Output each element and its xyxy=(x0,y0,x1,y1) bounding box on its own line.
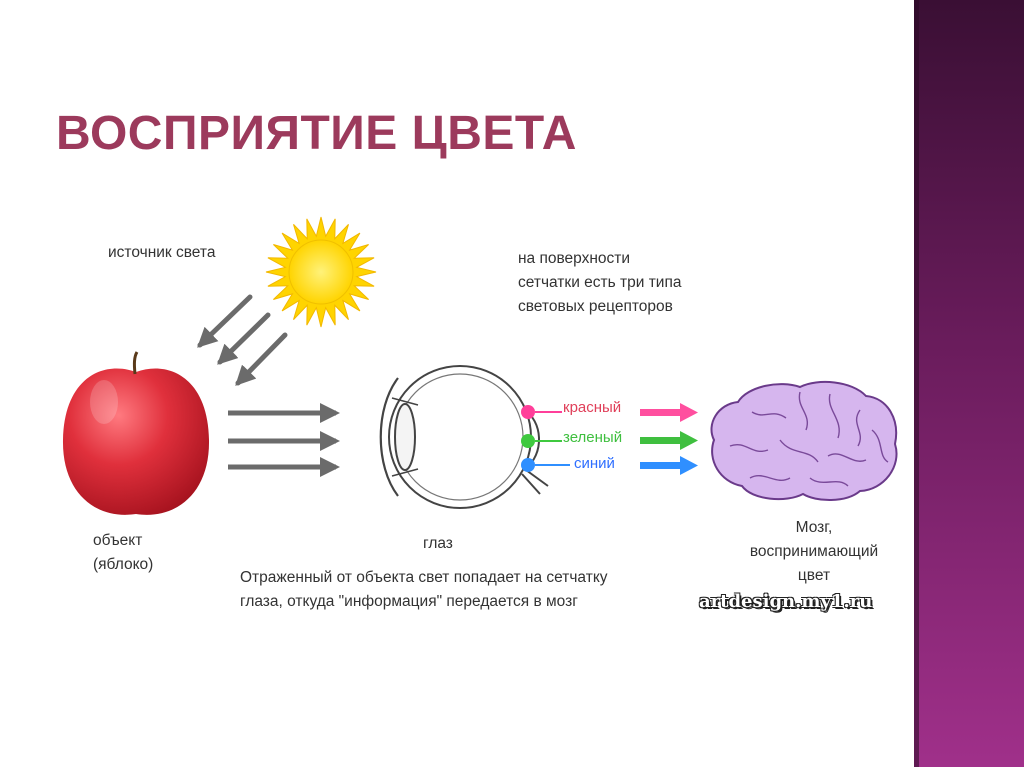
receptor-connection-lines xyxy=(535,411,570,466)
reflected-light-arrows xyxy=(228,403,340,477)
retina-note-line-3: световых рецепторов xyxy=(518,298,673,315)
blue-signal-arrow xyxy=(640,456,698,475)
brain-icon xyxy=(710,381,898,501)
brain-label-line-1: Мозг, xyxy=(795,519,833,536)
caption-line-1: Отраженный от объекта свет попадает на с… xyxy=(240,569,608,586)
light-source-label: источник света xyxy=(108,244,216,261)
green-receptor-dot xyxy=(521,434,535,448)
blue-receptor-dot xyxy=(521,458,535,472)
sun-icon xyxy=(265,216,377,328)
red-signal-arrow xyxy=(640,403,698,422)
green-signal-arrow xyxy=(640,431,698,450)
decorative-side-bar xyxy=(914,0,1024,767)
object-label-sub: (яблоко) xyxy=(93,556,154,573)
color-perception-diagram xyxy=(62,216,898,515)
retina-note-line-1: на поверхности xyxy=(518,250,631,267)
apple-icon xyxy=(62,351,210,515)
caption-line-2: глаза, откуда "информация" передается в … xyxy=(240,593,578,610)
signal-arrows xyxy=(640,403,698,475)
red-receptor-label: красный xyxy=(563,399,622,416)
side-bar-edge xyxy=(914,0,919,767)
brain-label-line-2: воспринимающий xyxy=(749,543,879,560)
watermark: artdesign.my1.ru xyxy=(699,591,873,612)
object-label: объект xyxy=(93,532,143,549)
red-receptor-dot xyxy=(521,405,535,419)
incoming-light-arrows xyxy=(197,294,288,386)
eye-label: глаз xyxy=(423,535,453,552)
eye-icon xyxy=(379,365,549,509)
green-receptor-label: зеленый xyxy=(563,429,623,446)
slide-title: ВОСПРИЯТИЕ ЦВЕТА xyxy=(56,107,577,160)
brain-label-line-3: цвет xyxy=(797,567,831,584)
retina-note-line-2: сетчатки есть три типа xyxy=(518,274,682,291)
blue-receptor-label: синий xyxy=(574,455,615,472)
